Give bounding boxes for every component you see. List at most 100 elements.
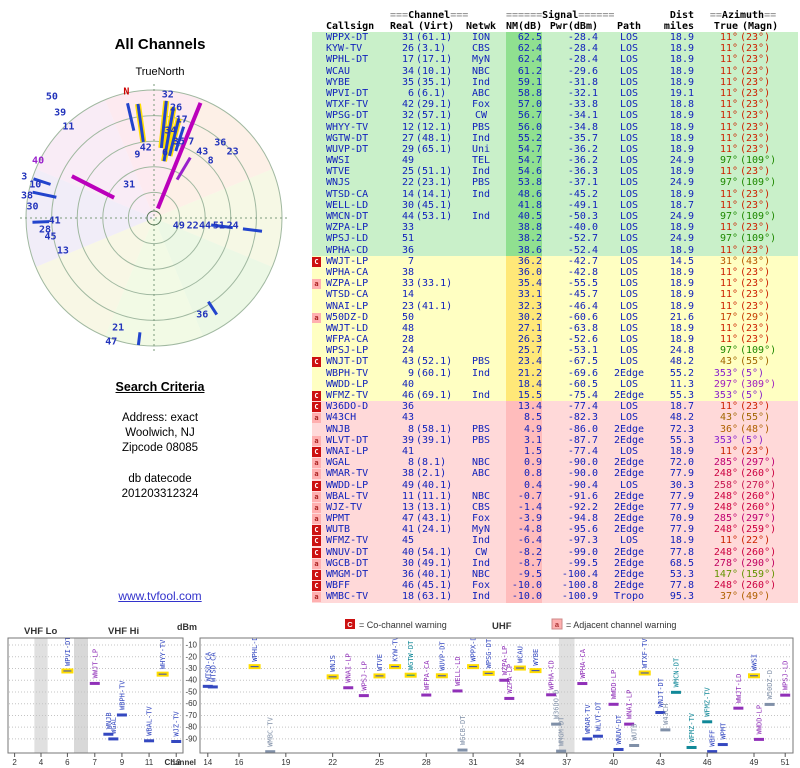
callsign-cell[interactable]: WPSG-DT	[326, 110, 369, 122]
callsign-cell[interactable]: W36DO-D	[326, 401, 369, 413]
network-cell: NBC	[471, 569, 491, 580]
path-cell: LOS	[619, 535, 639, 547]
noise-margin-cell: 27.1	[506, 322, 542, 335]
network-cell: CW	[474, 546, 488, 558]
virtual-channel-cell	[416, 535, 458, 546]
callsign-cell[interactable]: WBPH-TV	[326, 367, 369, 379]
power-cell: -69.6	[567, 367, 598, 379]
station-marker	[156, 671, 169, 677]
virtual-channel-cell: (60.1)	[416, 367, 453, 379]
callsign-cell[interactable]: WPHL-DT	[326, 54, 369, 66]
callsign-cell[interactable]: WNAI-LP	[326, 445, 369, 457]
tvfool-link[interactable]: www.tvfool.com	[118, 589, 202, 603]
virtual-channel-cell: (13.1)	[416, 501, 453, 513]
callsign-cell[interactable]: WPMT	[326, 513, 351, 525]
callsign-cell[interactable]: WNJT-DT	[326, 356, 369, 368]
callsign-cell[interactable]: WZPA-LP	[326, 222, 369, 234]
callsign-cell[interactable]: WFMZ-TV	[326, 535, 369, 547]
callsign-cell[interactable]: WWSI	[326, 155, 351, 167]
network-cell: TEL	[471, 155, 491, 167]
station-marker	[404, 672, 417, 678]
callsign-cell[interactable]: WPPX-DT	[326, 32, 369, 43]
station-label: KYW-TV	[392, 636, 400, 662]
callsign-cell[interactable]: WTSD-CA	[326, 188, 369, 200]
noise-margin-cell: 38.6	[506, 244, 542, 256]
power-cell: -86.0	[567, 423, 598, 435]
distance-cell: 18.9	[669, 110, 694, 122]
radar-channel-label: 31	[123, 179, 136, 191]
callsign-cell[interactable]: WWJT-LD	[326, 322, 369, 334]
real-channel-cell: 12	[401, 121, 414, 133]
callsign-cell[interactable]: WPSJ-LP	[326, 345, 369, 357]
magnetic-azimuth-cell: (23°)	[740, 76, 771, 88]
path-cell: LOS	[619, 311, 639, 323]
virtual-channel-cell: (40.1)	[416, 569, 453, 580]
noise-margin-cell: -4.8	[506, 524, 542, 536]
callsign-cell[interactable]: WZPA-LP	[326, 278, 369, 290]
callsign-cell[interactable]: WFPA-CA	[326, 334, 369, 346]
path-cell: LOS	[619, 445, 639, 457]
virtual-channel-cell: (58.1)	[416, 423, 453, 435]
callsign-cell[interactable]: WGAL	[326, 457, 351, 469]
callsign-cell[interactable]: KYW-TV	[326, 43, 363, 55]
station-label: WGAL	[110, 717, 118, 734]
callsign-cell[interactable]: WGCB-DT	[326, 557, 369, 569]
callsign-cell[interactable]: WWDD-LP	[326, 479, 369, 491]
real-channel-cell: 35	[401, 76, 414, 88]
distance-cell: 18.9	[669, 535, 694, 547]
callsign-cell[interactable]: WNJS	[326, 177, 351, 189]
station-label: WZPA-LP	[506, 664, 514, 694]
callsign-cell[interactable]: WPSJ-LD	[326, 233, 369, 245]
power-cell: -90.0	[567, 468, 598, 480]
true-azimuth-cell: 11°	[719, 65, 738, 77]
callsign-cell[interactable]: WUTB	[326, 524, 351, 536]
callsign-cell[interactable]: WBFF	[326, 580, 351, 592]
real-channel-cell: 29	[401, 143, 414, 155]
callsign-cell[interactable]: WGTW-DT	[326, 132, 369, 144]
callsign-cell[interactable]: WELL-LD	[326, 199, 369, 211]
callsign-cell[interactable]: WNJB	[326, 423, 351, 435]
callsign-cell[interactable]: WNUV-DT	[326, 546, 369, 558]
radar-channel-label: 23	[226, 146, 239, 158]
callsign-cell[interactable]: WYBE	[326, 76, 351, 88]
callsign-cell[interactable]: WJZ-TV	[326, 501, 363, 513]
station-label: WPSJ-LP	[360, 661, 368, 691]
callsign-cell[interactable]: WNAI-LP	[326, 300, 369, 312]
callsign-cell[interactable]: WPHA-CA	[326, 266, 369, 278]
callsign-cell[interactable]: WMGM-DT	[326, 569, 369, 580]
callsign-cell[interactable]: WWDD-LP	[326, 378, 369, 390]
col-magn: (Magn)	[742, 21, 779, 32]
path-cell: LOS	[619, 177, 639, 189]
real-channel-cell: 51	[401, 233, 414, 245]
noise-margin-cell: 53.8	[506, 177, 542, 189]
callsign-cell[interactable]: W43CH	[326, 412, 357, 424]
callsign-cell[interactable]: W50DZ-D	[326, 311, 369, 323]
real-channel-cell: 43	[401, 356, 414, 368]
callsign-cell[interactable]: WPHA-CD	[326, 244, 369, 256]
real-channel-cell: 6	[407, 87, 414, 99]
callsign-cell[interactable]: WUVP-DT	[326, 143, 369, 155]
station-label: WPVI-DT	[64, 636, 72, 666]
callsign-cell[interactable]: WMBC-TV	[326, 591, 369, 603]
path-cell: 2Edge	[613, 457, 645, 469]
callsign-cell[interactable]: WFMZ-TV	[326, 390, 369, 401]
callsign-cell[interactable]: WHYY-TV	[326, 121, 369, 133]
station-label: WGCB-DT	[459, 715, 467, 745]
magnetic-azimuth-cell: (23°)	[740, 401, 771, 413]
path-cell: 2Edge	[613, 569, 645, 580]
callsign-cell[interactable]: WTXF-TV	[326, 99, 369, 111]
network-cell	[464, 345, 498, 356]
power-cell: -67.5	[567, 356, 598, 368]
callsign-cell[interactable]: WTVE	[326, 166, 351, 178]
callsign-cell[interactable]: WPVI-DT	[326, 87, 369, 99]
noise-margin-cell: 18.4	[506, 378, 542, 390]
callsign-cell[interactable]: WCAU	[326, 65, 351, 77]
callsign-cell[interactable]: WLVT-DT	[326, 434, 369, 446]
callsign-cell[interactable]: WMCN-DT	[326, 211, 369, 222]
callsign-cell[interactable]: WBAL-TV	[326, 490, 369, 502]
callsign-cell[interactable]: WMAR-TV	[326, 468, 369, 480]
callsign-cell[interactable]: WTSD-CA	[326, 289, 369, 301]
callsign-cell[interactable]: WWJT-LP	[326, 255, 369, 267]
